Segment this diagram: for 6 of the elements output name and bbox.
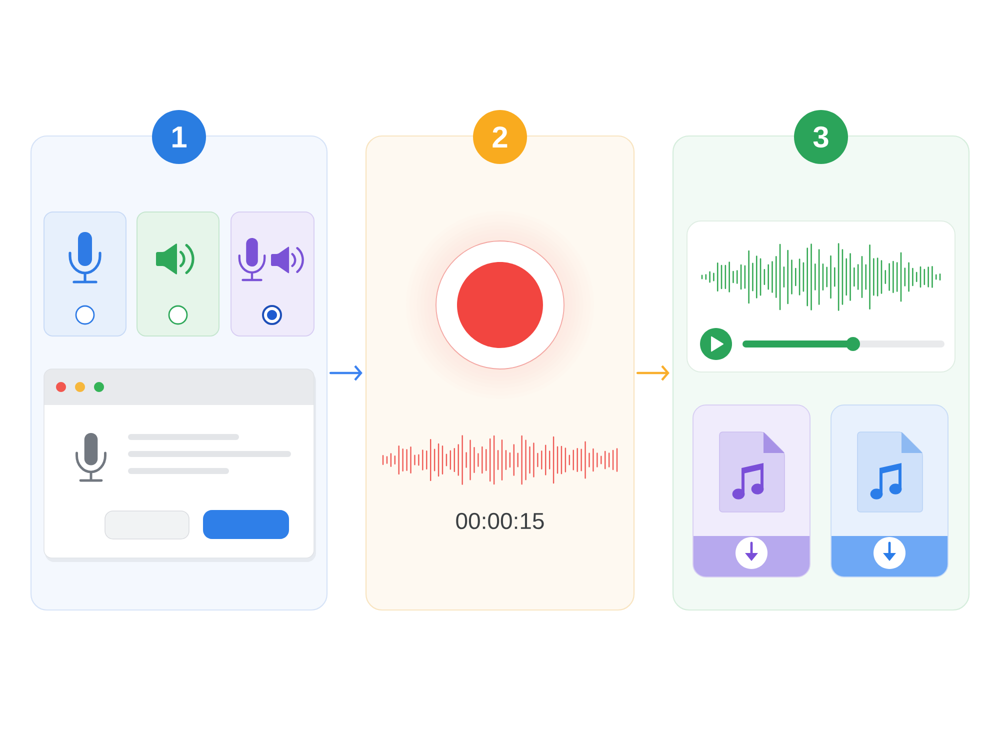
number-badge: 1 xyxy=(152,110,206,164)
arrow xyxy=(636,365,670,381)
timer-text: 00:00:15 xyxy=(456,512,544,530)
number-badge: 2 xyxy=(473,110,527,164)
number-badge: 3 xyxy=(794,110,848,164)
arrow xyxy=(329,365,362,381)
